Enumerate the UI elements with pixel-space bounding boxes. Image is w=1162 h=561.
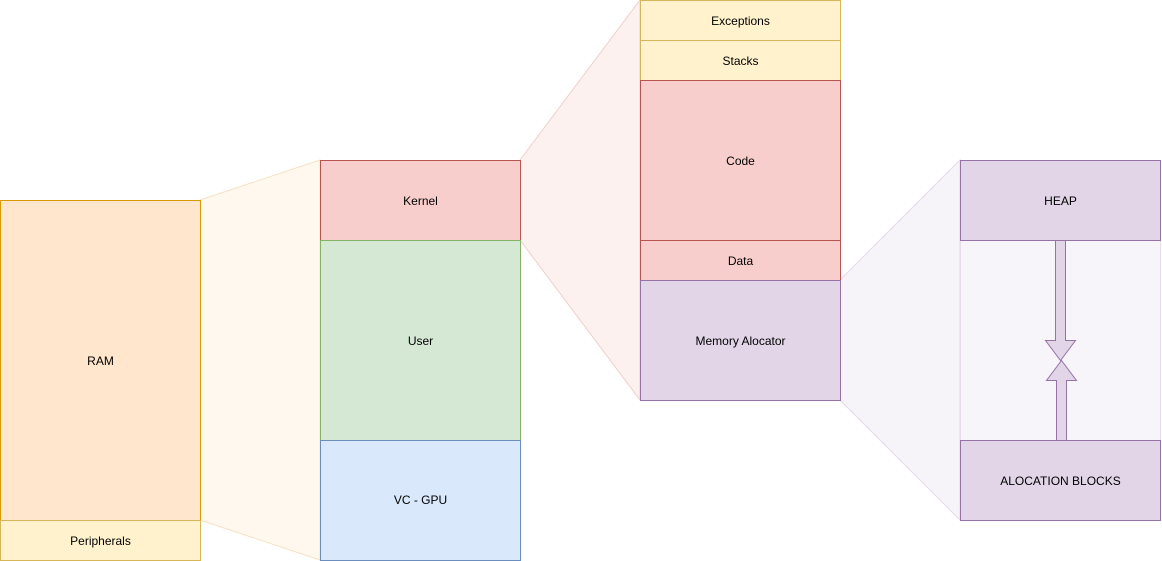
vc-gpu-label: VC - GPU [394, 493, 447, 507]
data-label: Data [728, 254, 754, 268]
heap-growth-down-arrow-icon [1044, 240, 1077, 362]
kernel-to-kernel-detail-zoom [519, 0, 641, 402]
exceptions-label: Exceptions [711, 14, 770, 28]
code-block: Code [640, 80, 841, 241]
memory-allocator-label: Memory Alocator [695, 334, 785, 348]
data-block: Data [640, 240, 841, 281]
ram-to-segments-zoom [199, 159, 321, 561]
kernel-block: Kernel [320, 160, 521, 241]
vc-gpu-block: VC - GPU [320, 440, 521, 561]
ram-block: RAM [0, 200, 201, 521]
peripherals-block: Peripherals [0, 520, 201, 561]
peripherals-label: Peripherals [70, 534, 131, 548]
allocation-blocks-block: ALOCATION BLOCKS [960, 440, 1161, 521]
heap-label: HEAP [1044, 194, 1077, 208]
user-block: User [320, 240, 521, 441]
stacks-block: Stacks [640, 40, 841, 81]
ram-label: RAM [87, 354, 114, 368]
allocator-to-heap-zoom [839, 158, 961, 522]
heap-block: HEAP [960, 160, 1161, 241]
memory-allocator-block: Memory Alocator [640, 280, 841, 401]
kernel-label: Kernel [403, 194, 438, 208]
user-label: User [408, 334, 433, 348]
stacks-label: Stacks [722, 54, 758, 68]
exceptions-block: Exceptions [640, 0, 841, 41]
blocks-growth-up-arrow-icon [1045, 359, 1078, 441]
code-label: Code [726, 154, 755, 168]
allocation-blocks-label: ALOCATION BLOCKS [1000, 474, 1120, 488]
